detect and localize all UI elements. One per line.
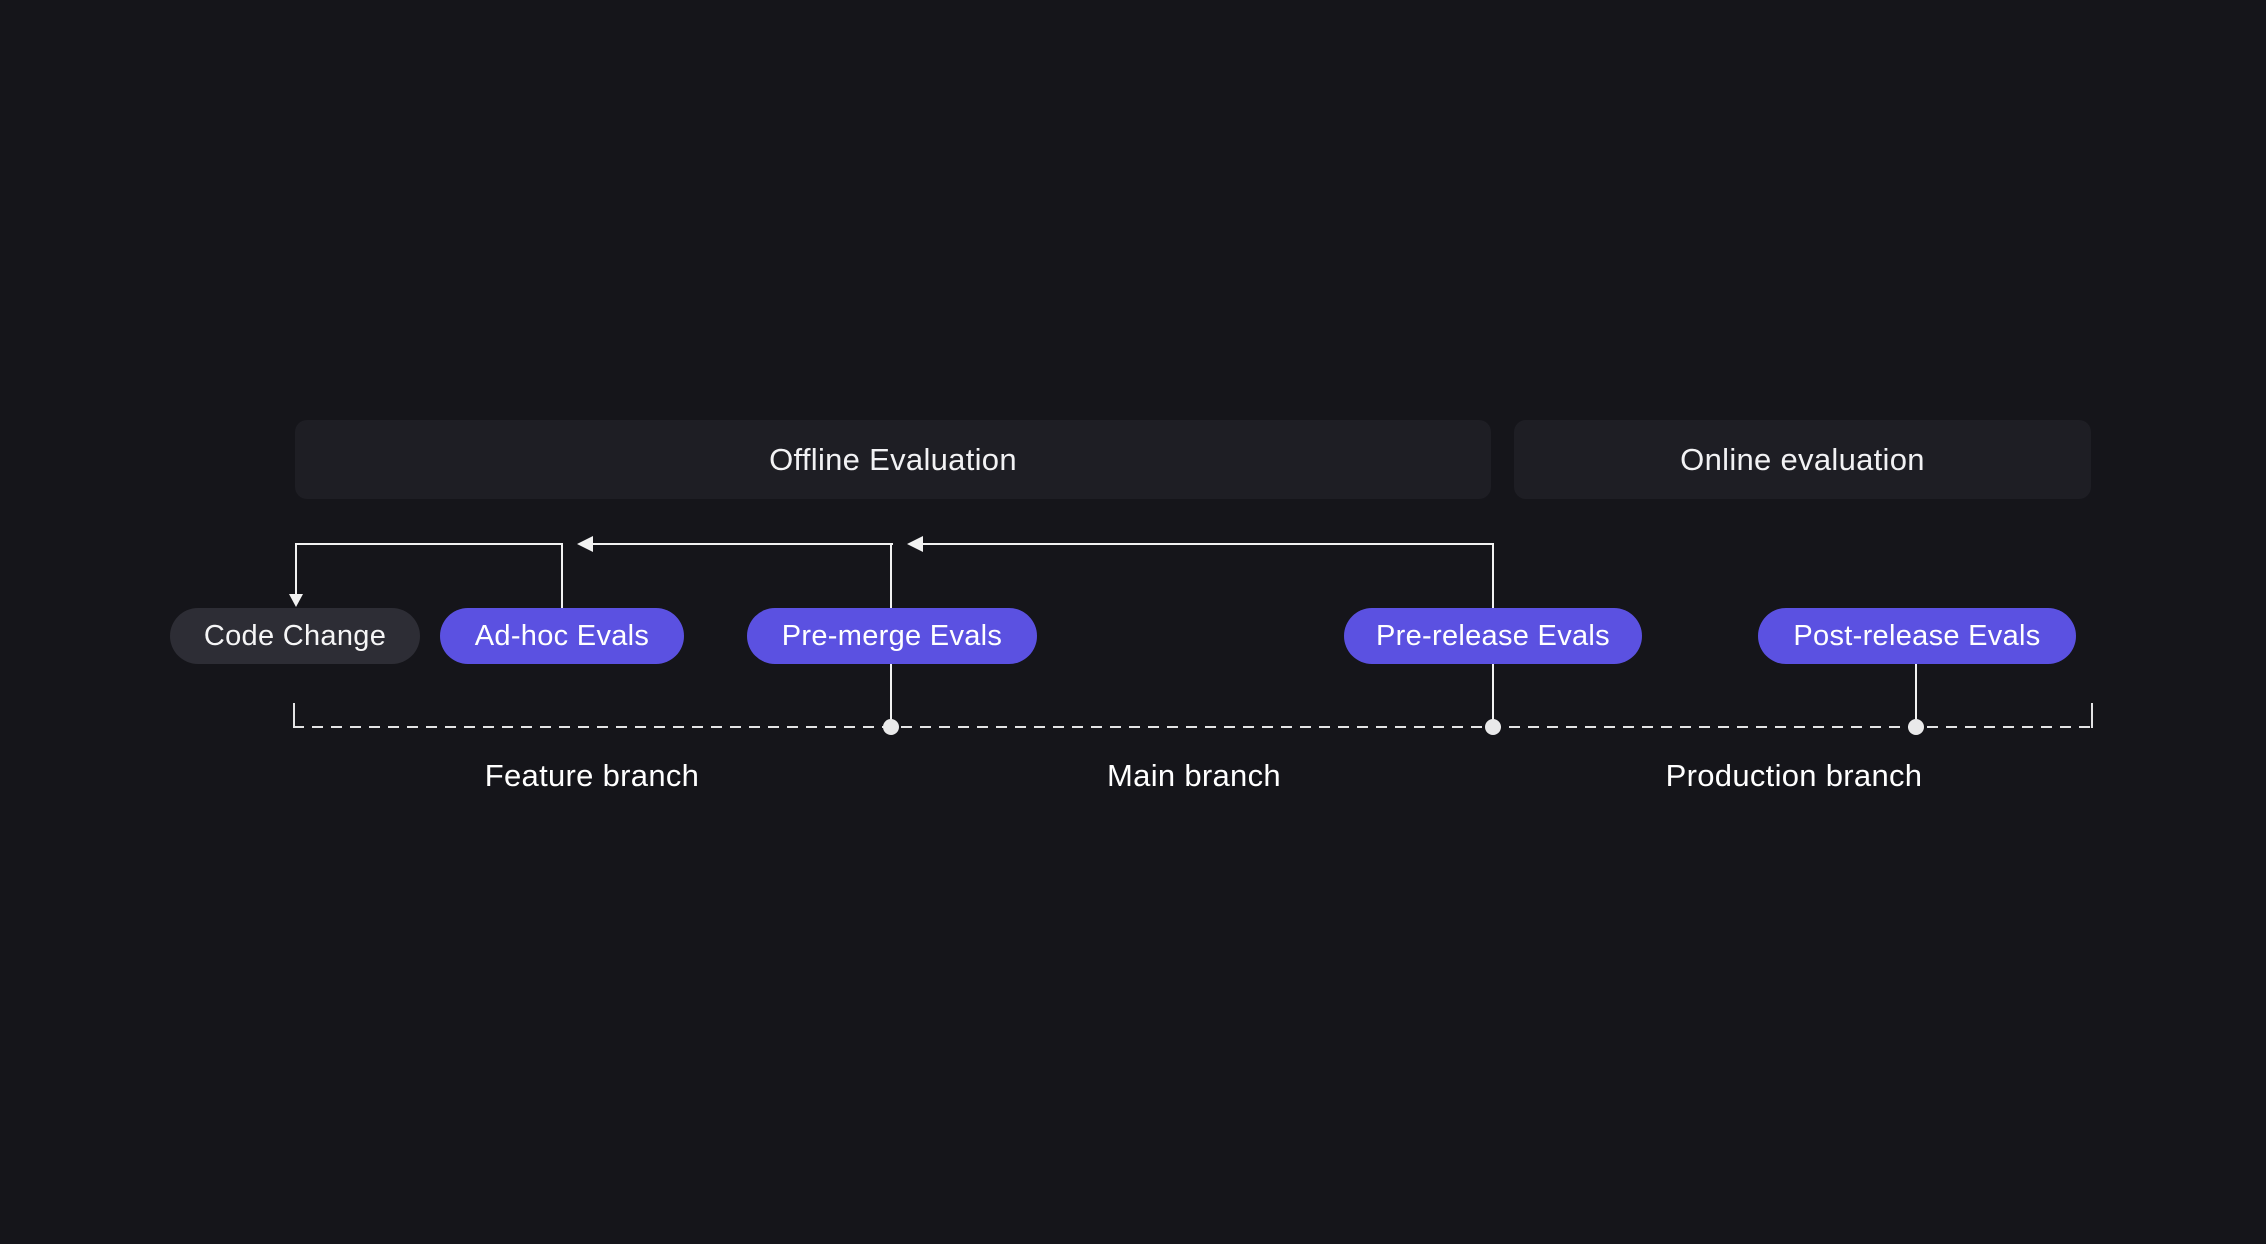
online-evaluation-panel: Online evaluation	[1514, 420, 2091, 499]
stage-label: Pre-merge Evals	[781, 619, 1003, 652]
offline-evaluation-panel: Offline Evaluation	[295, 420, 1491, 499]
connector-line-prerelease-to-premerge	[922, 543, 1494, 545]
stage-label: Code Change	[203, 619, 387, 652]
offline-evaluation-label: Offline Evaluation	[769, 441, 1017, 477]
arrowhead-left-icon	[577, 536, 593, 552]
stage-pill-adhoc-evals: Ad-hoc Evals	[440, 608, 684, 664]
stage-pill-code-change: Code Change	[170, 608, 420, 664]
connector-line-premerge-to-adhoc	[592, 543, 893, 545]
timeline-tick-left	[293, 703, 295, 728]
arrowhead-left-icon	[907, 536, 923, 552]
connector-riser-premerge	[890, 543, 892, 608]
branch-label-main: Main branch	[1107, 758, 1281, 793]
timeline-tick-right	[2091, 703, 2093, 728]
connector-premerge-to-timeline	[890, 664, 892, 727]
connector-postrelease-to-timeline	[1915, 664, 1917, 727]
stage-label: Pre-release Evals	[1376, 619, 1610, 652]
timeline-dot-premerge	[883, 719, 899, 735]
connector-riser-prerelease	[1492, 543, 1494, 608]
connector-line-adhoc-to-codechange	[296, 543, 563, 545]
timeline-dot-prerelease	[1485, 719, 1501, 735]
connector-prerelease-to-timeline	[1492, 664, 1494, 727]
connector-riser-adhoc	[561, 543, 563, 608]
branch-label-feature: Feature branch	[484, 758, 700, 793]
timeline-dot-postrelease	[1908, 719, 1924, 735]
arrowhead-down-icon	[289, 594, 303, 607]
stage-label: Ad-hoc Evals	[474, 619, 650, 652]
connector-drop-codechange	[295, 543, 297, 595]
stage-pill-prerelease-evals: Pre-release Evals	[1344, 608, 1642, 664]
stage-label: Post-release Evals	[1793, 619, 2041, 652]
branch-label-production: Production branch	[1665, 758, 1923, 793]
stage-pill-postrelease-evals: Post-release Evals	[1758, 608, 2076, 664]
online-evaluation-label: Online evaluation	[1680, 441, 1925, 477]
timeline-dashed-line	[293, 726, 2093, 728]
stage-pill-premerge-evals: Pre-merge Evals	[747, 608, 1037, 664]
